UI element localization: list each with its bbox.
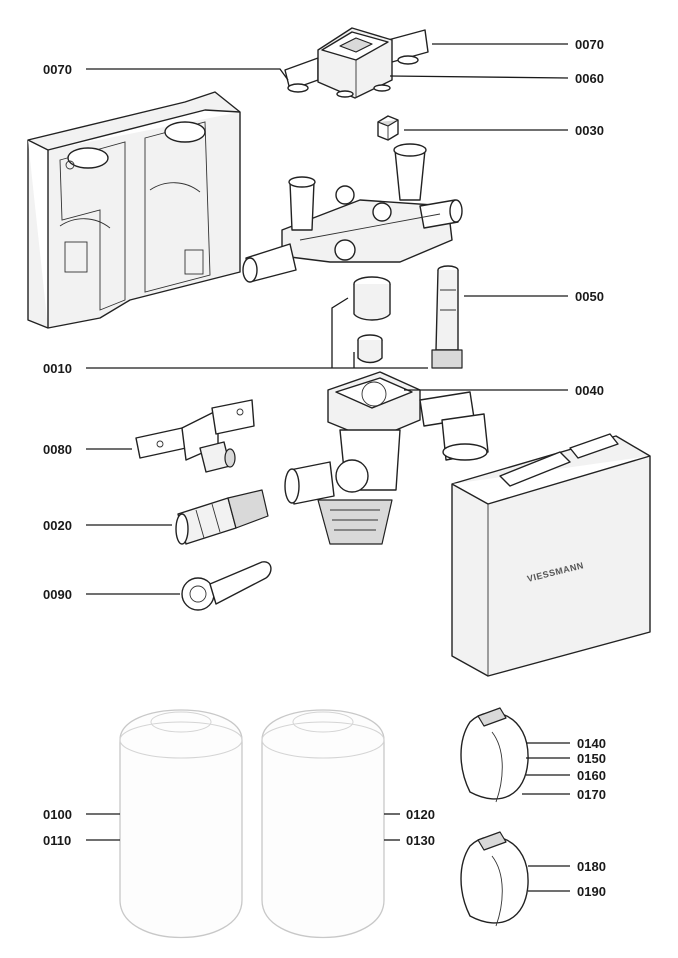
cap-part-lower [460, 831, 529, 927]
label-0060: 0060 [575, 71, 604, 86]
label-0140: 0140 [577, 736, 606, 751]
label-0160: 0160 [577, 768, 606, 783]
fitting-part-0020 [175, 489, 269, 545]
tube-part-0050 [431, 265, 463, 369]
insulation-shell [27, 91, 241, 329]
part-labels: 0070 0070 0060 0030 0050 0010 0040 0080 … [43, 37, 606, 899]
leader-lines [86, 43, 570, 892]
label-0190: 0190 [577, 884, 606, 899]
label-0110: 0110 [43, 833, 71, 848]
label-0020: 0020 [43, 518, 72, 533]
label-0010: 0010 [43, 361, 72, 376]
cover-hood: VIESSMANN [451, 433, 651, 677]
label-0070-left: 0070 [43, 62, 72, 77]
pressure-vessel-right [261, 709, 385, 938]
label-0180: 0180 [577, 859, 606, 874]
cap-part-upper [460, 707, 529, 803]
label-0070-right: 0070 [575, 37, 604, 52]
label-0100: 0100 [43, 807, 72, 822]
label-0150: 0150 [577, 751, 606, 766]
label-0080: 0080 [43, 442, 72, 457]
wrench-tool-0090 [181, 561, 272, 611]
pressure-vessel-left [119, 709, 243, 938]
label-0090: 0090 [43, 587, 72, 602]
filter-housing-0040 [284, 371, 489, 545]
label-0120: 0120 [406, 807, 435, 822]
filter-insert-0010 [353, 276, 391, 364]
valve-manifold [242, 143, 463, 283]
label-0030: 0030 [575, 123, 604, 138]
label-0040: 0040 [575, 383, 604, 398]
label-0050: 0050 [575, 289, 604, 304]
wall-bracket-0080 [135, 399, 255, 473]
label-0170: 0170 [577, 787, 606, 802]
label-0130: 0130 [406, 833, 435, 848]
bracket-part-0060 [284, 27, 429, 99]
cap-part-0030 [377, 115, 399, 141]
